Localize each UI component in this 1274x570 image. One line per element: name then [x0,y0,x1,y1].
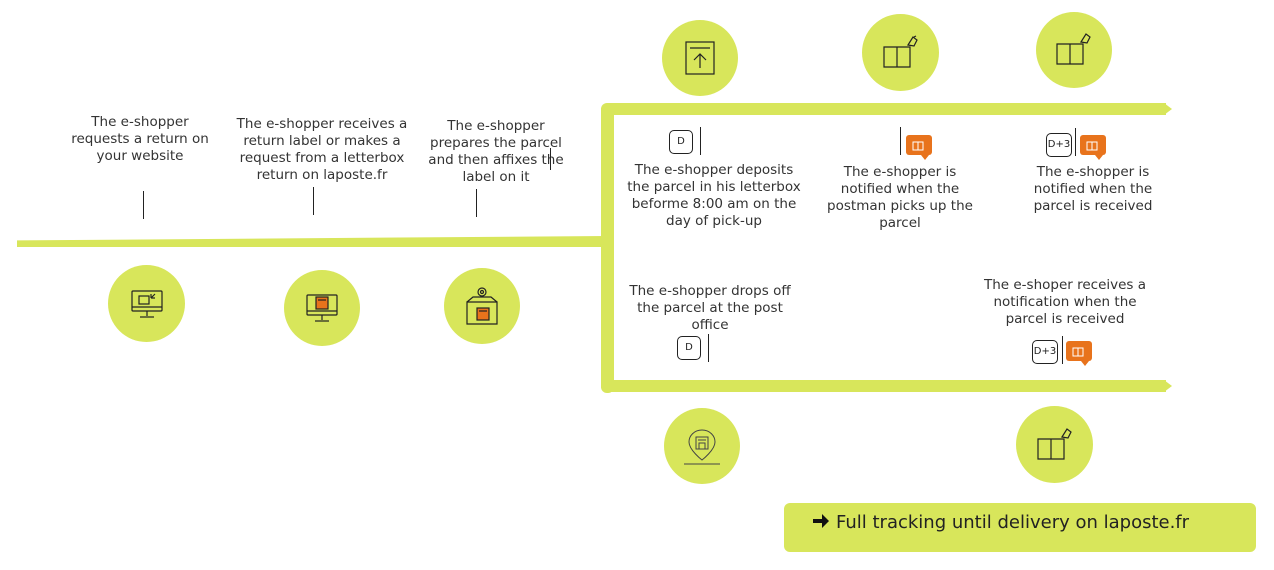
received-day-badge-lower: D+3 [1032,340,1058,364]
letterbox-icon [662,20,738,96]
step-request-return-tick [143,191,144,219]
received-notice-text-lower: The e-shoper receives a notification whe… [983,277,1147,327]
arrow-right-icon [812,513,830,533]
full-tracking-label: Full tracking until delivery on laposte.… [836,512,1190,533]
upper-branch-arrow [1164,103,1172,115]
received-notification-icon-lower [1066,341,1092,366]
lower-branch-arrow [1164,380,1172,392]
deposit-day-badge: D [669,130,693,154]
pickup-notice-text: The e-shopper is notified when the postm… [827,164,973,231]
lower-branch-line [601,380,1166,392]
computer-label-icon [284,270,360,346]
received-notice-text-upper: The e-shopper is notified when the parce… [1033,164,1153,214]
deposit-badge-divider [700,127,701,155]
full-tracking-banner[interactable]: Full tracking until delivery on laposte.… [784,503,1256,552]
computer-return-icon [108,265,185,342]
parcel-received-icon-upper [1036,12,1112,88]
received-day-badge-upper: D+3 [1046,133,1072,157]
dropoff-post-office-text: The e-shopper drops off the parcel at th… [629,283,791,333]
pickup-notification-icon [906,135,932,160]
step-prepare-parcel-tick-small [550,148,551,170]
received-badge-divider-upper [1075,128,1076,156]
received-notification-icon-upper [1080,135,1106,160]
parcel-label-icon [444,268,520,344]
upper-branch-line [601,103,1166,115]
dropoff-badge-divider [708,334,709,362]
step-prepare-parcel-text: The e-shopper prepares the parcel and th… [428,118,564,185]
parcel-notified-icon [862,14,939,91]
main-timeline [17,236,607,247]
branch-vertical-line [601,104,614,393]
parcel-received-icon-lower [1016,406,1093,483]
step-receive-label-text: The e-shopper receives a return label or… [236,116,408,183]
step-request-return-text: The e-shopper requests a return on your … [71,114,209,164]
received-badge-divider-lower [1062,336,1063,364]
deposit-letterbox-text: The e-shopper deposits the parcel in his… [627,162,801,229]
post-office-location-icon [664,408,740,484]
dropoff-day-badge: D [677,336,701,360]
step-receive-label-tick [313,187,314,215]
pickup-notice-divider [900,127,901,155]
step-prepare-parcel-tick [476,189,477,217]
